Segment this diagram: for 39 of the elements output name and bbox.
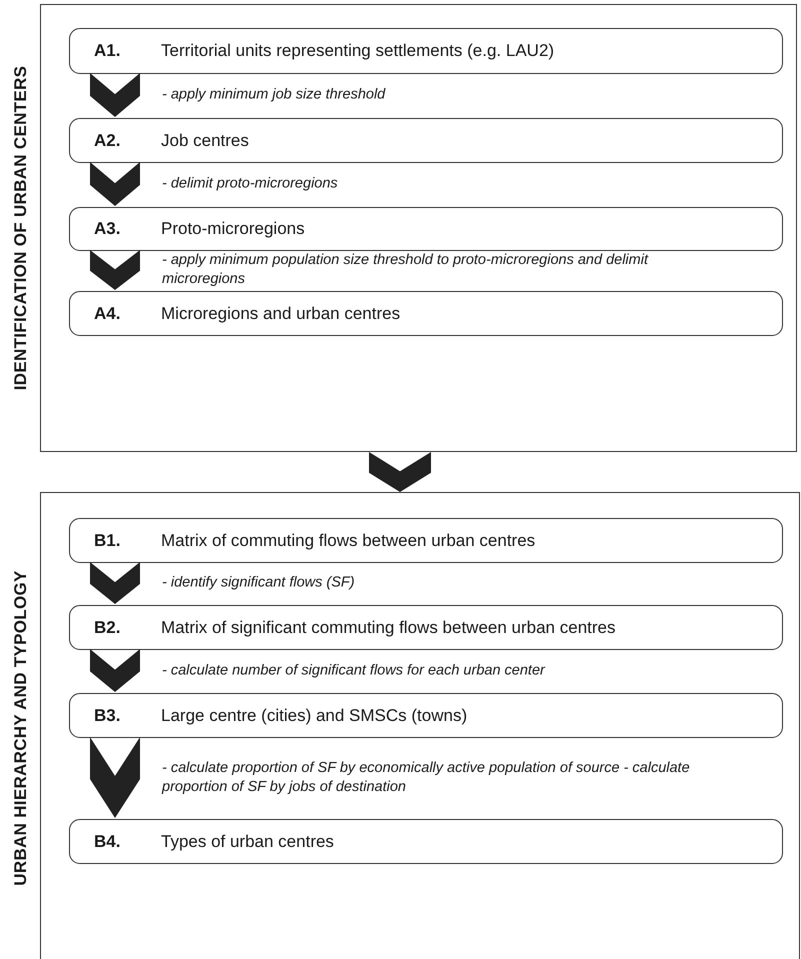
step-box <box>69 518 783 563</box>
step-box <box>69 28 783 74</box>
step-id: A3. <box>94 219 120 239</box>
step-id: B4. <box>94 832 120 852</box>
step-text: Territorial units representing settlements (e.g. LAU2) <box>161 41 554 61</box>
step-box <box>69 118 783 163</box>
step-text: Matrix of commuting flows between urban centres <box>161 530 536 550</box>
edge-label: - apply minimum population size threshold to proto-microregions and delimit microregions <box>162 251 650 289</box>
step-box <box>69 693 783 738</box>
edge-label: - calculate proportion of SF by economically active population of source - calculate proportion of SF by jobs of destination <box>162 758 691 796</box>
step-text: Types of urban centres <box>161 832 334 852</box>
edge-label: - delimit proto-microregions <box>162 174 339 194</box>
step-box <box>69 819 783 864</box>
section-title: URBAN HIERARCHY AND TYPOLOGY <box>11 570 31 886</box>
edge-label: - calculate number of significant flows for each urban center <box>162 661 546 680</box>
edge-label: - apply minimum job size threshold <box>162 86 386 104</box>
chevron-arrow <box>90 250 140 290</box>
chevron-arrow <box>90 737 140 818</box>
chevron-arrow <box>90 562 140 604</box>
step-text: Proto-microregions <box>161 219 305 239</box>
chevron-arrow <box>90 162 140 206</box>
chevron-arrow <box>90 649 140 692</box>
step-id: B2. <box>94 618 120 638</box>
step-box <box>69 207 783 251</box>
section-title: IDENTIFICATION OF URBAN CENTERS <box>11 66 31 390</box>
step-id: B3. <box>94 706 120 726</box>
step-text: Microregions and urban centres <box>161 304 400 324</box>
step-box <box>69 605 783 650</box>
step-id: A4. <box>94 304 120 324</box>
step-id: A1. <box>94 41 120 61</box>
step-text: Large centre (cities) and SMSCs (towns) <box>161 706 468 726</box>
step-box <box>69 291 783 336</box>
edge-label: - identify significant flows (SF) <box>162 574 356 592</box>
step-text: Matrix of significant commuting flows between urban centres <box>161 618 616 638</box>
step-id: B1. <box>94 530 120 550</box>
chevron-arrow <box>90 73 140 117</box>
step-id: A2. <box>94 130 120 150</box>
chevron-arrow <box>369 452 431 492</box>
step-text: Job centres <box>161 130 249 150</box>
